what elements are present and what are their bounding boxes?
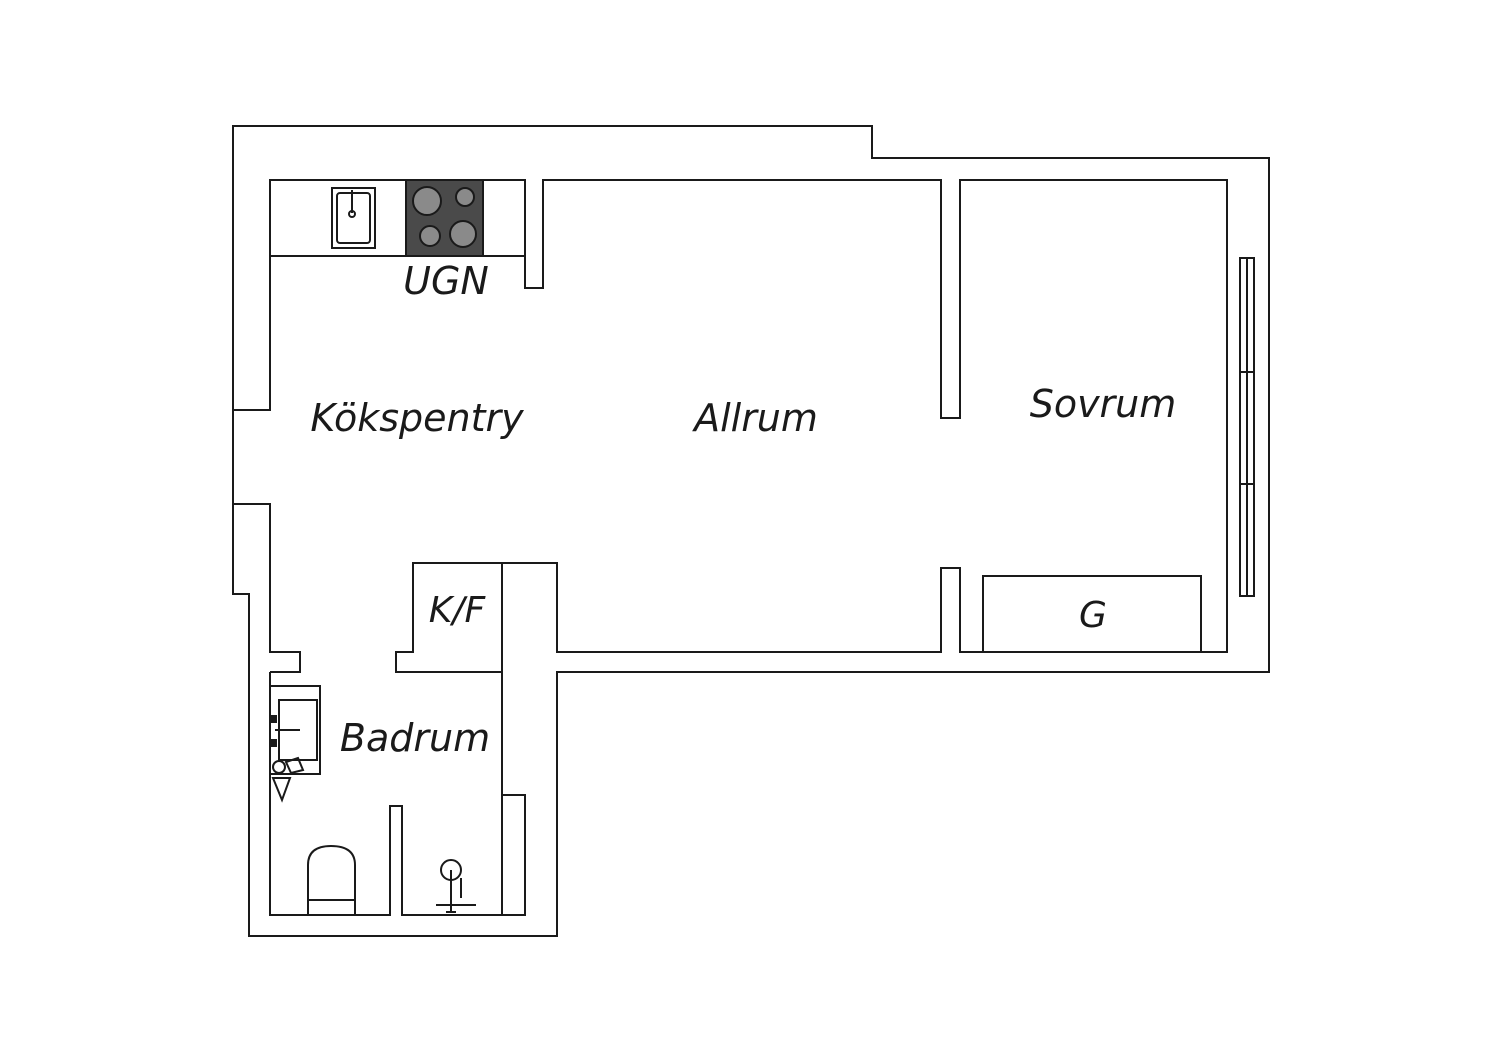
wardrobe xyxy=(982,575,1202,653)
bathroom-wall xyxy=(269,672,526,916)
stove-icon xyxy=(405,179,484,257)
fridge-freezer-label: K/F xyxy=(429,590,487,631)
outer-wall xyxy=(232,125,1270,937)
window xyxy=(1239,257,1255,597)
kitchen-counter xyxy=(269,179,526,257)
entry-wall xyxy=(233,180,301,673)
sink-icon xyxy=(331,187,376,249)
toilet-icon xyxy=(307,844,356,915)
shower-icon xyxy=(436,859,476,913)
kitchen-label: Kökspentry xyxy=(310,396,524,440)
kitchen-inner-wall xyxy=(270,179,1228,673)
washbasin-icon xyxy=(269,685,321,803)
wardrobe-label: G xyxy=(1079,595,1107,636)
bedroom-label: Sovrum xyxy=(1030,382,1177,426)
bathroom-label: Badrum xyxy=(340,716,490,760)
oven-label: UGN xyxy=(403,259,489,303)
living-room-label: Allrum xyxy=(691,396,818,440)
